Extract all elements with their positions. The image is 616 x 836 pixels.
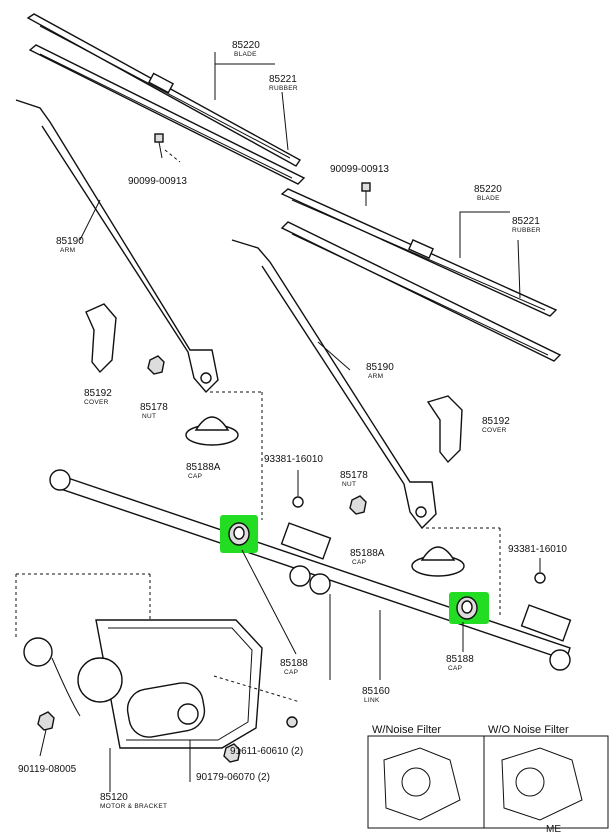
cap-a-right-part: [411, 546, 465, 577]
label-cap-a-left-num: 85188A: [186, 462, 221, 473]
corner-code: ME: [546, 824, 561, 835]
label-bolt-left: 90119-08005: [18, 764, 77, 775]
link-assembly: [49, 469, 572, 680]
label-nut-right-name: NUT: [342, 481, 356, 488]
label-blade-left-name: BLADE: [234, 51, 257, 58]
label-screw-left: 90099-00913: [128, 176, 187, 187]
label-motor-num: 85120: [100, 792, 128, 803]
label-cap-left-name: CAP: [284, 669, 298, 676]
cap-left-highlight: [220, 515, 297, 655]
screw-left: [154, 133, 181, 163]
bolt-right-part: [286, 716, 298, 728]
label-cover-left-num: 85192: [84, 388, 112, 399]
washer-right-part: [534, 558, 546, 584]
label-arm-left-num: 85190: [56, 236, 84, 247]
cover-right: [426, 395, 463, 464]
label-cover-right-name: COVER: [482, 427, 507, 434]
label-cap-right-name: CAP: [448, 665, 462, 672]
inset-without-filter-title: W/O Noise Filter: [488, 724, 569, 736]
label-cap-left-num: 85188: [280, 658, 308, 669]
motor-bracket: [15, 573, 301, 792]
label-arm-left-name: ARM: [60, 247, 75, 254]
nut-motor-part: [223, 743, 241, 763]
washer-left-part: [292, 470, 304, 508]
label-link-name: LINK: [364, 697, 380, 704]
label-rubber-left-num: 85221: [269, 74, 297, 85]
label-cover-left-name: COVER: [84, 399, 109, 406]
label-motor-name: MOTOR & BRACKET: [100, 803, 167, 810]
arm-right: [231, 239, 501, 615]
label-blade-left-num: 85220: [232, 40, 260, 51]
label-arm-right-name: ARM: [368, 373, 383, 380]
nut-left-part: [147, 355, 165, 375]
cover-left: [85, 303, 117, 374]
blade-left: [26, 13, 306, 185]
label-rubber-left-name: RUBBER: [269, 85, 298, 92]
label-rubber-right-name: RUBBER: [512, 227, 541, 234]
arm-left: [15, 99, 263, 520]
label-nut-right-num: 85178: [340, 470, 368, 481]
leader-blade-left: [214, 52, 289, 151]
label-cap-right-num: 85188: [446, 654, 474, 665]
bolt-left-part: [37, 711, 55, 757]
label-washer-right: 93381-16010: [508, 544, 567, 555]
label-blade-right-num: 85220: [474, 184, 502, 195]
nut-right-part: [349, 495, 367, 515]
label-arm-right-num: 85190: [366, 362, 394, 373]
blade-right: [280, 188, 562, 362]
label-nut-left-name: NUT: [142, 413, 156, 420]
cap-a-left-part: [185, 416, 239, 446]
leader-blade-right: [459, 211, 521, 299]
cap-right-highlight: [449, 592, 489, 652]
label-bolt-right: 91611-60610 (2): [230, 746, 303, 757]
label-blade-right-name: BLADE: [477, 195, 500, 202]
label-cap-a-left-name: CAP: [188, 473, 202, 480]
label-nut-motor: 90179-06070 (2): [196, 772, 270, 783]
label-washer-left: 93381-16010: [264, 454, 323, 465]
inset-boxes: [367, 735, 609, 829]
label-screw-right: 90099-00913: [330, 164, 389, 175]
label-cover-right-num: 85192: [482, 416, 510, 427]
label-cap-a-right-num: 85188A: [350, 548, 385, 559]
label-nut-left-num: 85178: [140, 402, 168, 413]
screw-right: [361, 182, 371, 206]
label-rubber-right-num: 85221: [512, 216, 540, 227]
label-cap-a-right-name: CAP: [352, 559, 366, 566]
inset-with-filter-title: W/Noise Filter: [372, 724, 441, 736]
label-link-num: 85160: [362, 686, 390, 697]
